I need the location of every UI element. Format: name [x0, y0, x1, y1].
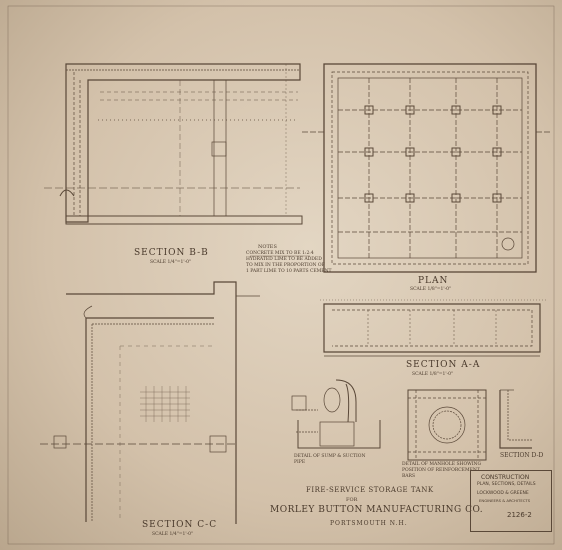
section-aa-drawing	[320, 299, 548, 357]
notes-line-4: 1 PART LIME TO 10 PARTS CEMENT	[246, 269, 332, 274]
section-cc-scale: SCALE 1/4"=1'-0"	[152, 532, 194, 537]
main-title-line-3: MORLEY BUTTON MANUFACTURING CO.	[270, 505, 484, 515]
plan-title: PLAN	[418, 276, 449, 286]
section-cc-title: SECTION C-C	[142, 520, 218, 530]
title-block-drawing-number: 2126-2	[507, 511, 532, 519]
section-aa-title: SECTION A-A	[406, 360, 481, 370]
notes-line-3: TO MIX IN THE PROPORTION OF	[246, 263, 325, 268]
manhole-detail-drawing	[407, 389, 487, 461]
title-block-line-1: CONSTRUCTION	[481, 474, 530, 481]
sump-detail-title: DETAIL OF SUMP & SUCTION PIPE	[294, 454, 366, 465]
plan-scale: SCALE 1/8"=1'-0"	[410, 287, 452, 292]
main-title-line-2: FOR	[346, 497, 358, 503]
section-bb-title: SECTION B-B	[134, 248, 209, 258]
manhole-detail-title: DETAIL OF MANHOLE SHOWING POSITION OF RE…	[402, 462, 482, 479]
section-bb-scale: SCALE 1/4"=1'-0"	[150, 260, 192, 265]
sump-detail-drawing	[291, 379, 381, 449]
section-bb-drawing	[44, 63, 303, 225]
title-block: CONSTRUCTION PLAN, SECTIONS, DETAILS LOC…	[470, 470, 552, 532]
section-dd-title: SECTION D-D	[500, 452, 544, 459]
title-block-firm: LOCKWOOD & GREENE	[477, 491, 529, 496]
main-title-line-4: PORTSMOUTH N.H.	[330, 520, 408, 527]
section-dd-drawing	[499, 389, 532, 449]
title-block-firm-sub: ENGINEERS & ARCHITECTS	[479, 498, 531, 503]
main-title-line-1: FIRE-SERVICE STORAGE TANK	[306, 486, 434, 494]
notes-heading: NOTES	[258, 244, 277, 250]
section-aa-scale: SCALE 1/8"=1'-0"	[412, 372, 454, 377]
notes-line-1: CONCRETE MIX TO BE 1:2:4	[246, 251, 314, 256]
title-block-line-2: PLAN, SECTIONS, DETAILS	[477, 482, 536, 487]
notes-line-2: HYDRATED LIME TO BE ADDED	[246, 257, 322, 262]
plan-drawing	[302, 63, 550, 273]
section-cc-drawing	[40, 281, 260, 524]
